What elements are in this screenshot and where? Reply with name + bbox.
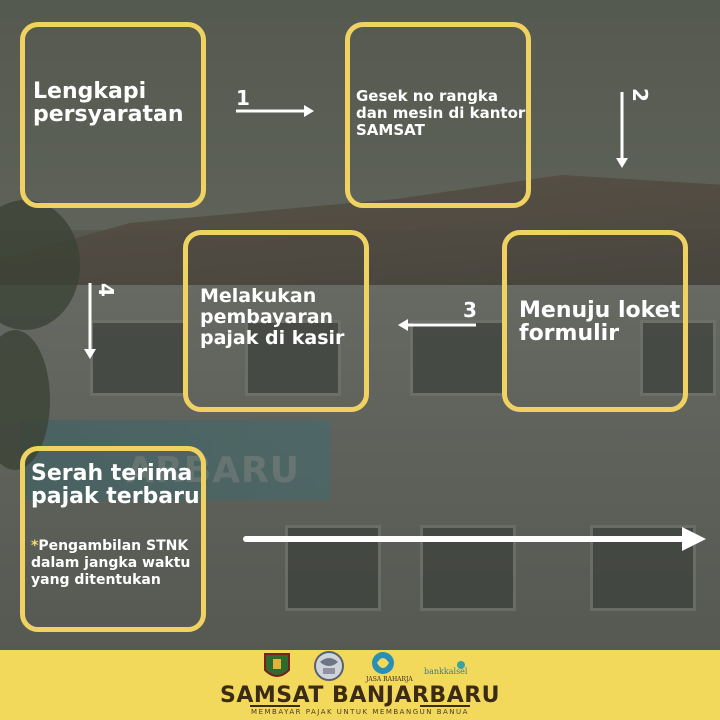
step-text-1: Gesek no rangka dan mesin di kantor SAMS… — [356, 87, 526, 139]
step-note: *Pengambilan STNK dalam jangka waktu yan… — [31, 538, 201, 589]
note-text: Pengambilan STNK dalam jangka waktu yang… — [31, 538, 191, 588]
arrow-left-icon — [398, 319, 476, 331]
footer-bar — [0, 650, 720, 720]
background-window — [640, 320, 716, 396]
arrow-down-icon — [616, 92, 628, 168]
bank-kalsel-label: bankkalsel — [424, 667, 468, 676]
step-text-3: Melakukan pembayaran pajak di kasir — [200, 285, 345, 349]
background-sign-text: ARBARU — [126, 450, 300, 491]
footer-title: SAMSAT BANJARBARU — [219, 683, 501, 708]
step-box-1 — [345, 22, 531, 208]
step-number-4: 4 — [94, 283, 118, 297]
step-box-4 — [20, 446, 206, 632]
step-box-3 — [183, 230, 369, 412]
note-marker: * — [31, 538, 39, 554]
police-emblem-icon — [314, 651, 344, 681]
step-text-start: Lengkapi persyaratan — [33, 79, 184, 127]
background-window — [245, 320, 341, 396]
banjarbaru-crest-icon — [264, 653, 290, 677]
step-number-3: 3 — [463, 298, 477, 322]
step-text-2: Menuju loket formulir — [519, 298, 681, 346]
arrow-long-right-icon — [243, 527, 706, 551]
step-text-4: Serah terima pajak terbaru — [31, 461, 200, 509]
arrow-down-icon — [84, 283, 96, 359]
step-box-start — [20, 22, 206, 208]
step-number-1: 1 — [236, 86, 250, 110]
footer-divider-left — [250, 705, 300, 707]
step-number-2: 2 — [628, 88, 652, 102]
background-signboard: ARBARU — [20, 420, 330, 500]
jasa-raharja-logo — [372, 652, 394, 674]
footer-divider-right — [420, 705, 470, 707]
bank-kalsel-logo — [457, 661, 465, 669]
footer-tagline: MEMBAYAR PAJAK UNTUK MEMBANGUN BANUA — [251, 708, 469, 716]
step-box-2 — [502, 230, 688, 412]
arrow-right-icon — [236, 105, 314, 117]
jasa-raharja-label: JASA RAHARJA — [366, 676, 413, 683]
